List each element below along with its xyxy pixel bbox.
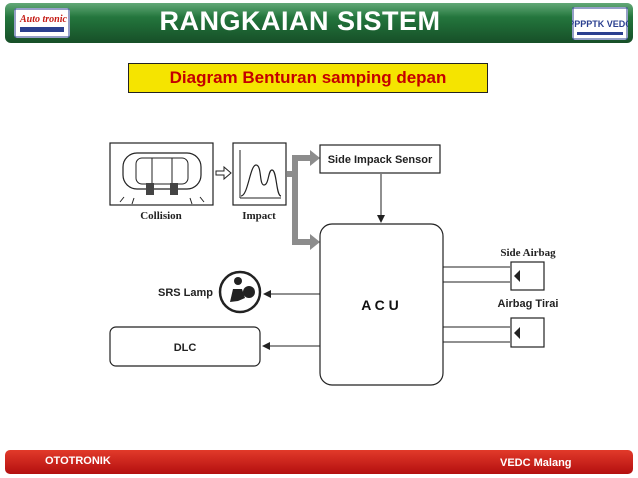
diagram-subtitle: Diagram Benturan samping depan (128, 63, 488, 93)
side-airbag-label: Side Airbag (500, 247, 556, 259)
footer-right-text: VEDC Malang (500, 457, 572, 469)
title-bar-sheen (5, 3, 633, 17)
side-impact-sensor-label: Side Impack Sensor (328, 154, 433, 166)
collision-label: Collision (140, 210, 182, 222)
footer-bar (5, 450, 633, 474)
logo-right-text: PPPPTK VEDC (572, 19, 628, 29)
side-impact-sensor-box (319, 144, 441, 174)
srs-lamp-label: SRS Lamp (158, 287, 213, 299)
acu-label: A C U (361, 297, 399, 313)
dlc-box (109, 326, 261, 367)
title-bar (5, 3, 633, 43)
srs-warning-lamp-icon (218, 270, 262, 314)
vedc-logo: PPPPTK VEDC (568, 7, 632, 40)
impact-signal-arrows (287, 150, 320, 250)
side-airbag-connector (443, 261, 545, 291)
footer-left-text: OTOTRONIK (45, 455, 111, 467)
airbag-tirai-label: Airbag Tirai (498, 298, 559, 310)
autotronic-logo: Auto tronic (14, 8, 70, 38)
logo-left-text: Auto tronic (19, 14, 68, 25)
dlc-label: DLC (174, 342, 197, 354)
airbag-tirai-connector (443, 317, 545, 348)
acu-box (319, 223, 444, 386)
collision-to-impact-arrow (215, 165, 232, 181)
collision-illustration (109, 142, 214, 206)
page-title: RANGKAIAN SISTEM (159, 6, 441, 36)
impact-label: Impact (242, 210, 276, 222)
impact-graph (232, 142, 287, 206)
